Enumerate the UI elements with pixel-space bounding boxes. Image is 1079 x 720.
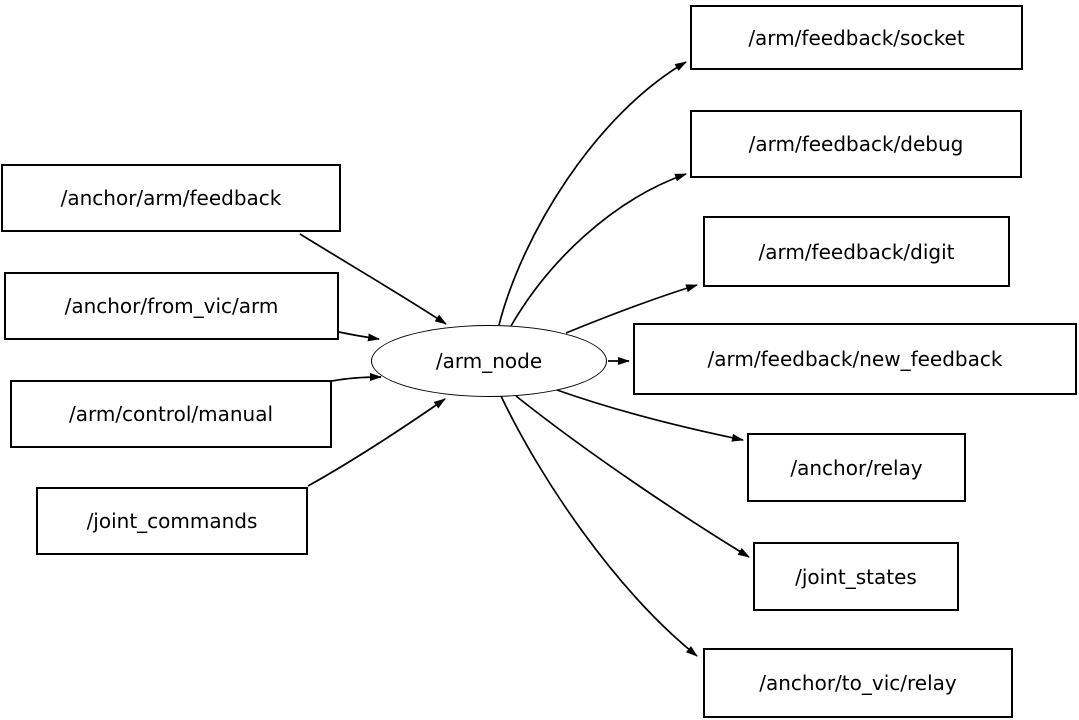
topic-box-arm-feedback-debug[interactable]: /arm/feedback/debug — [690, 110, 1022, 178]
topic-label: /arm/feedback/socket — [748, 25, 965, 50]
edge-anchor-from-vic-arm-to-arm-node — [338, 331, 380, 342]
topic-label: /anchor/to_vic/relay — [759, 671, 957, 695]
node-arm-node[interactable]: /arm_node — [371, 325, 607, 397]
topic-box-arm-control-manual[interactable]: /arm/control/manual — [10, 380, 332, 448]
topic-label: /joint_states — [795, 564, 917, 589]
edge-arm-node-to-joint-states — [515, 395, 750, 558]
topic-box-joint-commands[interactable]: /joint_commands — [36, 487, 308, 555]
topic-label: /anchor/arm/feedback — [60, 186, 282, 210]
topic-box-joint-states[interactable]: /joint_states — [753, 542, 959, 611]
edge-arm-node-to-arm-feedback-socket — [498, 61, 687, 326]
topic-label: /arm/control/manual — [68, 402, 274, 426]
topic-label: /anchor/from_vic/arm — [64, 294, 279, 318]
topic-box-anchor-to-vic-relay[interactable]: /anchor/to_vic/relay — [703, 648, 1013, 718]
edge-arm-node-to-arm-feedback-debug — [510, 173, 687, 327]
edge-anchor-arm-feedback-to-arm-node — [299, 233, 447, 325]
edge-arm-node-to-anchor-relay — [556, 389, 744, 442]
node-label: /arm_node — [435, 349, 543, 373]
topic-label: /arm/feedback/debug — [748, 132, 964, 156]
topic-box-anchor-from-vic-arm[interactable]: /anchor/from_vic/arm — [4, 272, 339, 340]
topic-label: /anchor/relay — [790, 455, 923, 480]
topic-label: /arm/feedback/digit — [758, 239, 955, 264]
topic-box-arm-feedback-digit[interactable]: /arm/feedback/digit — [703, 216, 1010, 287]
topic-box-anchor-arm-feedback[interactable]: /anchor/arm/feedback — [1, 164, 341, 232]
topic-box-arm-feedback-socket[interactable]: /arm/feedback/socket — [690, 5, 1023, 70]
edge-joint-commands-to-arm-node — [307, 398, 446, 487]
topic-label: /joint_commands — [86, 509, 258, 533]
topic-box-anchor-relay[interactable]: /anchor/relay — [747, 433, 966, 502]
topic-label: /arm/feedback/new_feedback — [707, 347, 1003, 371]
edge-arm-control-manual-to-arm-node — [331, 373, 382, 382]
topic-box-arm-feedback-new-feedback[interactable]: /arm/feedback/new_feedback — [633, 323, 1077, 395]
edge-arm-node-to-arm-feedback-digit — [565, 284, 698, 334]
edge-arm-node-to-anchor-to-vic-relay — [500, 395, 698, 657]
